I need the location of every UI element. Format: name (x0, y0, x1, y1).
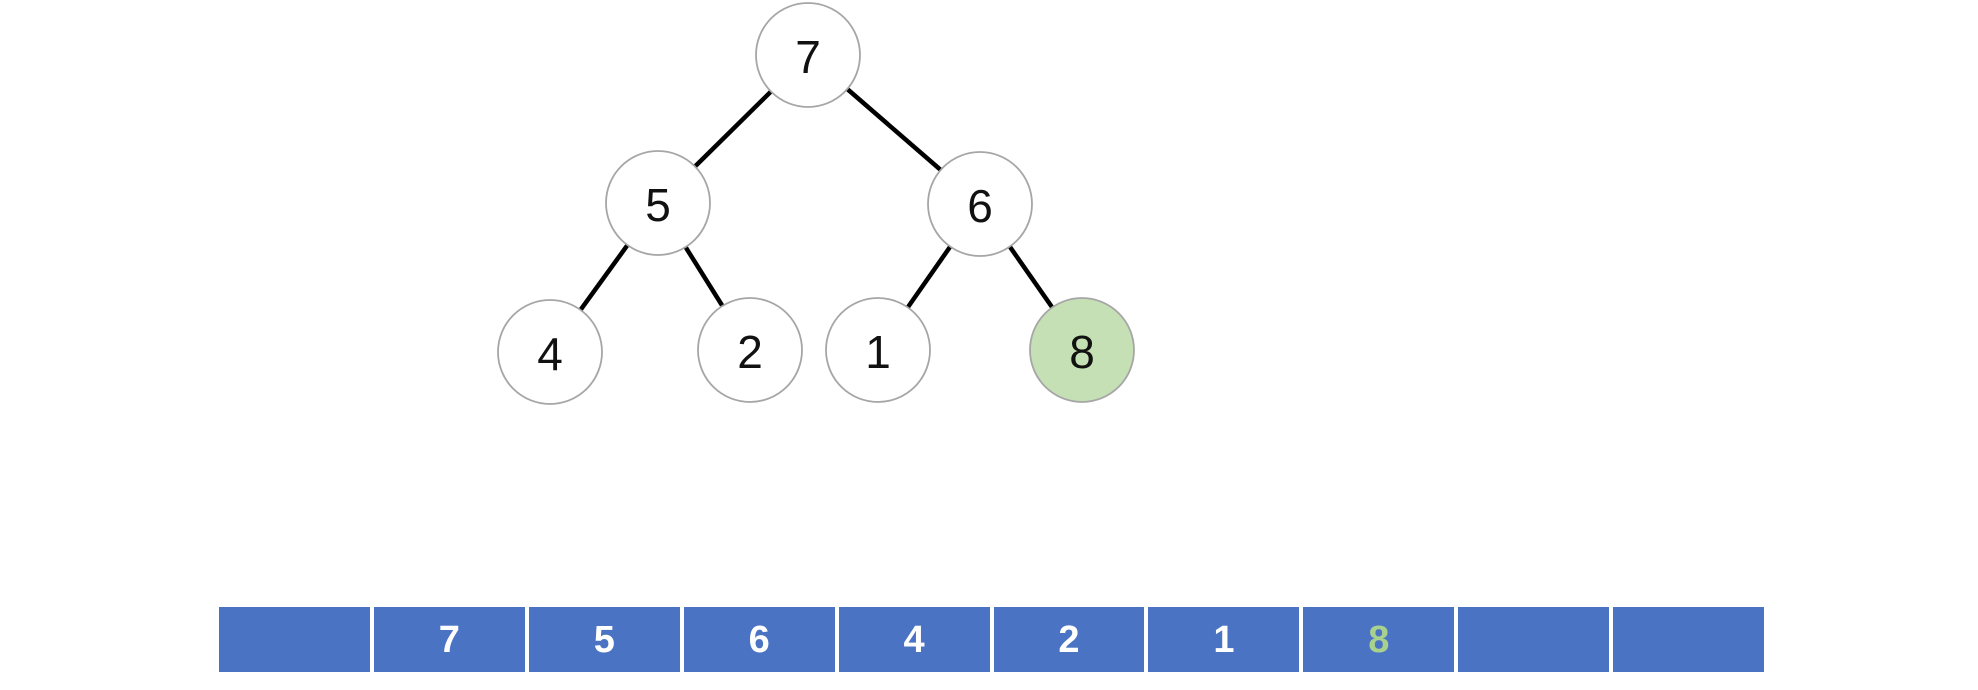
tree-node-value: 7 (795, 31, 821, 83)
array-cell-5: 2 (993, 607, 1145, 672)
array-cell-7: 8 (1303, 607, 1455, 672)
tree-node-2: 2 (697, 297, 803, 403)
array-cell-0 (219, 607, 370, 672)
tree-node-value: 1 (865, 326, 891, 378)
tree-node-circle (605, 150, 711, 256)
tree-node-circle (497, 299, 603, 405)
array-cell-value-highlighted: 8 (1368, 618, 1390, 661)
tree-node-value: 6 (967, 180, 993, 232)
array-cell-9 (1613, 607, 1765, 672)
array-cell-value: 4 (903, 618, 925, 661)
tree-node-4: 4 (497, 299, 603, 405)
tree-node-circle (697, 297, 803, 403)
tree-node-value: 4 (537, 328, 563, 380)
tree-node-value: 8 (1069, 326, 1095, 378)
tree-node-8: 8 (1029, 297, 1135, 403)
array-cell-value: 2 (1058, 618, 1080, 661)
array-cell-8 (1458, 607, 1610, 672)
tree-node-5: 5 (605, 150, 711, 256)
tree-node-7: 7 (755, 2, 861, 108)
array-cell-1: 7 (373, 607, 525, 672)
tree-node-circle (825, 297, 931, 403)
array-cell-value: 6 (748, 618, 770, 661)
array-cell-value: 1 (1213, 618, 1235, 661)
tree-node-circle (927, 151, 1033, 257)
tree-node-1: 1 (825, 297, 931, 403)
array-cell-3: 6 (683, 607, 835, 672)
array-cell-4: 4 (838, 607, 990, 672)
array-cell-6: 1 (1148, 607, 1300, 672)
array-cell-value: 7 (438, 618, 460, 661)
array-cell-2: 5 (528, 607, 680, 672)
tree-node-circle-highlighted (1029, 297, 1135, 403)
tree-node-value: 2 (737, 326, 763, 378)
array-cell-value: 5 (593, 618, 615, 661)
heap-array: 7 5 6 4 2 1 8 (219, 607, 1765, 672)
tree-node-6: 6 (927, 151, 1033, 257)
tree-node-circle (755, 2, 861, 108)
tree-node-value: 5 (645, 179, 671, 231)
